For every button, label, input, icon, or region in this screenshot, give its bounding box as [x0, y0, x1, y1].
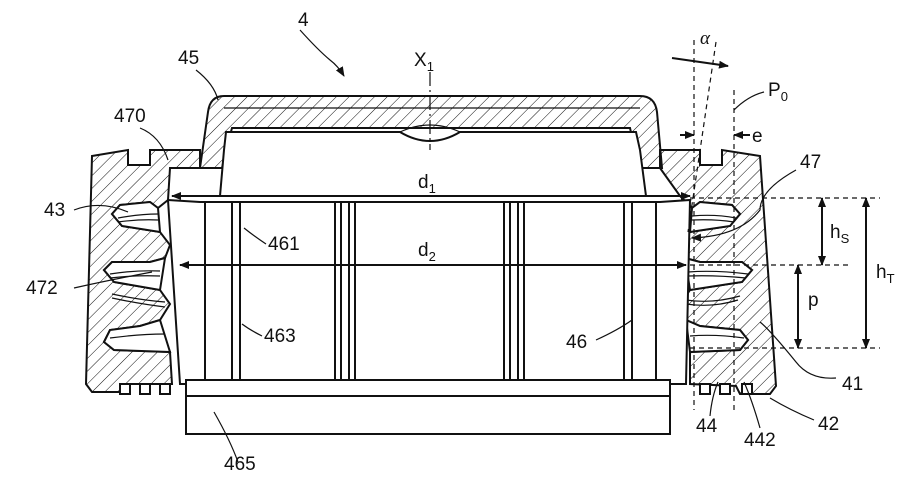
- label-ref-470: 470: [114, 106, 146, 127]
- label-ref-4: 4: [298, 10, 309, 31]
- label-ht: hT: [876, 262, 895, 286]
- label-axis-x1: X1: [414, 50, 434, 74]
- label-p0: P0: [768, 80, 788, 104]
- label-ref-47: 47: [800, 152, 821, 173]
- label-e: e: [752, 126, 763, 147]
- label-ref-41: 41: [842, 374, 863, 395]
- label-ref-472: 472: [26, 278, 58, 299]
- label-hs: hS: [830, 222, 850, 246]
- bottom-ring: [186, 380, 670, 434]
- label-ref-465: 465: [224, 454, 256, 475]
- label-ref-45: 45: [178, 48, 199, 69]
- right-bottom-tabs: [700, 384, 752, 394]
- label-ref-44: 44: [696, 416, 718, 437]
- label-ref-442: 442: [744, 430, 776, 451]
- label-p: p: [808, 290, 819, 311]
- left-bottom-tabs: [120, 384, 170, 394]
- label-ref-42: 42: [818, 414, 839, 435]
- label-alpha: α: [700, 28, 711, 49]
- inner-cylinder: [168, 200, 690, 384]
- label-ref-461: 461: [268, 234, 300, 255]
- label-ref-43: 43: [44, 200, 65, 221]
- label-ref-46: 46: [566, 332, 587, 353]
- label-ref-463: 463: [264, 326, 296, 347]
